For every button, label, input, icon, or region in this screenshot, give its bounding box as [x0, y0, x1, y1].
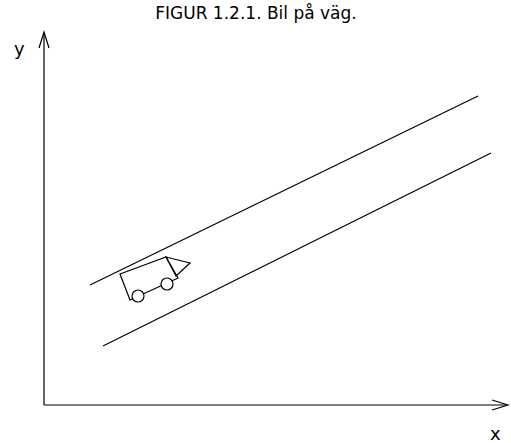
car-symbol: [120, 257, 190, 302]
road-edge: [90, 96, 478, 285]
road-edge: [103, 153, 491, 346]
axis-label: x: [490, 425, 501, 443]
figure-title: FIGUR 1.2.1. Bil på väg.: [155, 5, 357, 22]
y-axis: [43, 34, 44, 405]
x-axis: [44, 404, 506, 405]
x-axis-arrow: [492, 400, 508, 410]
y-axis-arrow: [39, 32, 49, 48]
axis-label: y: [14, 40, 25, 58]
